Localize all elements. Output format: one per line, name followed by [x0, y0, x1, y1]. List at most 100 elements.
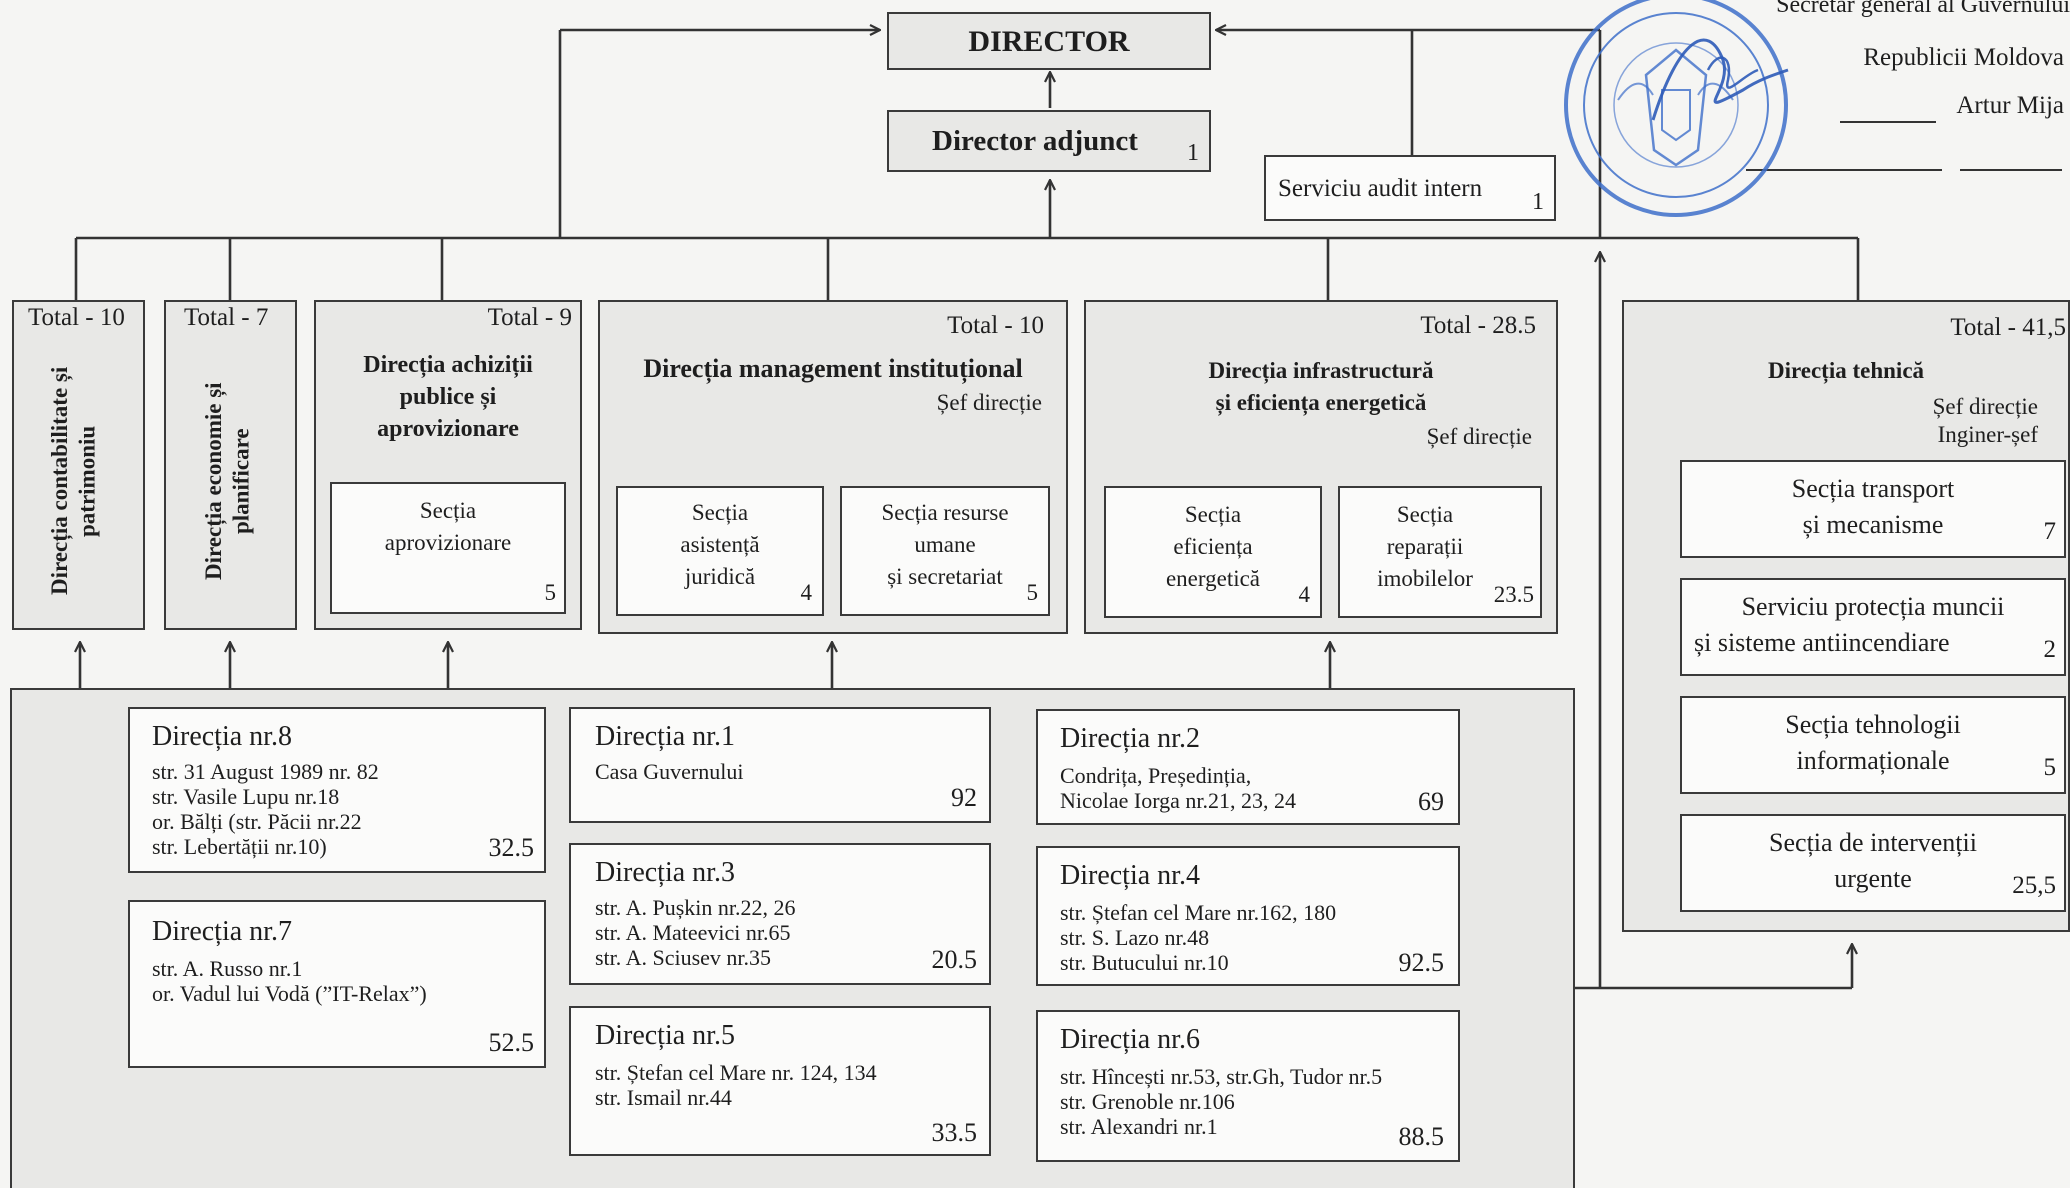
- dept-management-head: Șef direcție: [936, 390, 1042, 415]
- section-aprovizionare-name-2: aprovizionare: [384, 530, 512, 555]
- direction-6-line-2: str. Grenoble nr.106: [1060, 1089, 1235, 1114]
- direction-8-line-4: str. Lebertății nr.10): [152, 834, 327, 859]
- dept-tehnica-name: Direcția tehnică: [1767, 358, 1925, 383]
- direction-8-box: Direcția nr.8 str. 31 August 1989 nr. 82…: [128, 707, 546, 873]
- signature-line-1: Secretar general al Guvernului: [1776, 0, 2070, 18]
- section-resurse-umane-name-1: Secția resurse: [881, 500, 1009, 525]
- direction-4-title: Direcția nr.4: [1060, 860, 1200, 891]
- dept-achizitii-box: Total - 9 Direcția achiziții publice și …: [314, 300, 582, 630]
- section-protectia-name-1: Serviciu protecția muncii: [1741, 592, 2005, 621]
- dept-infrastructura-name-1: Direcția infrastructură: [1208, 358, 1434, 383]
- direction-4-count: 92.5: [1398, 948, 1445, 977]
- director-box: DIRECTOR: [887, 12, 1211, 70]
- direction-1-title: Direcția nr.1: [595, 721, 735, 752]
- dept-infrastructura-total: Total - 28.5: [1420, 312, 1536, 339]
- internal-audit-count: 1: [1532, 189, 1544, 215]
- direction-5-line-2: str. Ismail nr.44: [595, 1085, 732, 1110]
- dept-tehnica-head-2: Inginer-șef: [1937, 422, 2038, 447]
- section-protectia-muncii-box: Serviciu protecția muncii și sisteme ant…: [1680, 578, 2066, 676]
- section-interventii-box: Secția de intervenții urgente 25,5: [1680, 814, 2066, 912]
- section-eficienta-count: 4: [1298, 582, 1311, 607]
- direction-6-title: Direcția nr.6: [1060, 1024, 1200, 1055]
- dept-infrastructura-box: Total - 28.5 Direcția infrastructură și …: [1084, 300, 1558, 634]
- section-interventii-name-2: urgente: [1834, 864, 1912, 893]
- dept-tehnica-total: Total - 41,5: [1950, 314, 2066, 341]
- direction-6-count: 88.5: [1398, 1122, 1445, 1151]
- section-resurse-umane-count: 5: [1026, 580, 1039, 605]
- section-interventii-count: 25,5: [2012, 872, 2056, 899]
- direction-3-title: Direcția nr.3: [595, 857, 735, 888]
- section-juridica-count: 4: [800, 580, 813, 605]
- dept-achizitii-name-2: publice și: [399, 384, 497, 410]
- direction-5-count: 33.5: [931, 1118, 978, 1147]
- dept-infrastructura-name-2: și eficiența energetică: [1215, 390, 1427, 415]
- section-resurse-umane-box: Secția resurse umane și secretariat 5: [840, 486, 1050, 616]
- dept-contabilitate-box: Total - 10 Direcția contabilitate și pat…: [12, 300, 145, 630]
- direction-2-title: Direcția nr.2: [1060, 723, 1200, 754]
- direction-8-title: Direcția nr.8: [152, 721, 292, 752]
- dept-economie-name: Direcția economie și planificare: [201, 382, 254, 580]
- direction-2-line-2: Nicolae Iorga nr.21, 23, 24: [1060, 788, 1297, 813]
- section-reparatii-name-2: reparații: [1386, 534, 1464, 559]
- direction-8-count: 32.5: [488, 833, 535, 862]
- internal-audit-box: Serviciu audit intern 1: [1264, 155, 1556, 221]
- direction-7-count: 52.5: [488, 1028, 535, 1057]
- section-juridica-name-2: asistență: [680, 532, 760, 557]
- dept-achizitii-name-3: aprovizionare: [377, 416, 519, 442]
- direction-7-line-1: str. A. Russo nr.1: [152, 956, 303, 981]
- section-eficienta-name-3: energetică: [1165, 566, 1261, 591]
- direction-5-box: Direcția nr.5 str. Ștefan cel Mare nr. 1…: [569, 1006, 991, 1156]
- dept-management-name: Direcția management instituțional: [643, 354, 1023, 383]
- section-reparatii-imobilelor-box: Secția reparații imobilelor 23.5: [1338, 486, 1542, 618]
- direction-7-title: Direcția nr.7: [152, 916, 292, 947]
- dept-management-box: Total - 10 Direcția management instituți…: [598, 300, 1068, 634]
- section-tehnologii-count: 5: [2043, 754, 2057, 781]
- direction-6-line-3: str. Alexandri nr.1: [1060, 1114, 1218, 1139]
- direction-8-line-3: or. Bălți (str. Păcii nr.22: [152, 809, 362, 834]
- internal-audit-label: Serviciu audit intern: [1278, 175, 1483, 202]
- direction-1-count: 92: [951, 783, 977, 812]
- direction-1-line-1: Casa Guvernului: [595, 759, 744, 784]
- section-reparatii-name-3: imobilelor: [1377, 566, 1473, 591]
- direction-8-line-2: str. Vasile Lupu nr.18: [152, 784, 340, 809]
- section-aprovizionare-box: Secția aprovizionare 5: [330, 482, 566, 614]
- dept-contabilitate-total: Total - 10: [28, 304, 125, 331]
- dept-achizitii-name-1: Direcția achiziții: [363, 352, 533, 378]
- section-tehnologii-name-2: informaționale: [1796, 746, 1950, 775]
- section-reparatii-name-1: Secția: [1396, 502, 1454, 527]
- direction-3-line-3: str. A. Sciusev nr.35: [595, 945, 772, 970]
- section-aprovizionare-count: 5: [544, 580, 557, 605]
- direction-6-box: Direcția nr.6 str. Hîncești nr.53, str.G…: [1036, 1010, 1460, 1162]
- director-label: DIRECTOR: [968, 25, 1130, 58]
- section-protectia-count: 2: [2043, 636, 2057, 663]
- official-seal-stamp: [1564, 0, 1789, 217]
- dept-infrastructura-head: Șef direcție: [1426, 424, 1532, 449]
- deputy-director-box: Director adjunct 1: [887, 110, 1211, 172]
- section-aprovizionare-name-1: Secția: [419, 498, 477, 523]
- direction-8-line-1: str. 31 August 1989 nr. 82: [152, 759, 379, 784]
- dept-economie-total: Total - 7: [184, 304, 269, 331]
- direction-4-line-2: str. S. Lazo nr.48: [1060, 925, 1210, 950]
- section-protectia-name-2: și sisteme antiincendiare: [1694, 628, 1950, 657]
- section-juridica-name-3: juridică: [684, 564, 756, 589]
- section-transport-name-2: și mecanisme: [1802, 510, 1944, 539]
- section-juridica-name-1: Secția: [691, 500, 749, 525]
- direction-1-box: Direcția nr.1 Casa Guvernului 92: [569, 707, 991, 823]
- dept-tehnica-head-1: Șef direcție: [1932, 394, 2038, 419]
- direction-5-title: Direcția nr.5: [595, 1020, 735, 1051]
- dept-contabilitate-name: Direcția contabilitate și patrimoniu: [47, 366, 100, 596]
- signature-line-2: Republicii Moldova: [1863, 44, 2064, 71]
- section-transport-box: Secția transport și mecanisme 7: [1680, 460, 2066, 558]
- section-juridica-box: Secția asistență juridică 4: [616, 486, 824, 616]
- section-tehnologii-name-1: Secția tehnologii: [1785, 710, 1961, 739]
- direction-6-line-1: str. Hîncești nr.53, str.Gh, Tudor nr.5: [1060, 1064, 1383, 1089]
- section-interventii-name-1: Secția de intervenții: [1769, 828, 1977, 857]
- signature-lines: [1746, 121, 2062, 171]
- section-tehnologii-box: Secția tehnologii informaționale 5: [1680, 696, 2066, 794]
- direction-3-line-2: str. A. Mateevici nr.65: [595, 920, 791, 945]
- direction-3-line-1: str. A. Pușkin nr.22, 26: [595, 895, 796, 920]
- direction-7-line-2: or. Vadul lui Vodă (”IT-Relax”): [152, 981, 427, 1006]
- direction-4-line-1: str. Ștefan cel Mare nr.162, 180: [1060, 900, 1337, 925]
- signature-line-3: Artur Mija: [1956, 92, 2064, 119]
- direction-3-box: Direcția nr.3 str. A. Pușkin nr.22, 26 s…: [569, 843, 991, 985]
